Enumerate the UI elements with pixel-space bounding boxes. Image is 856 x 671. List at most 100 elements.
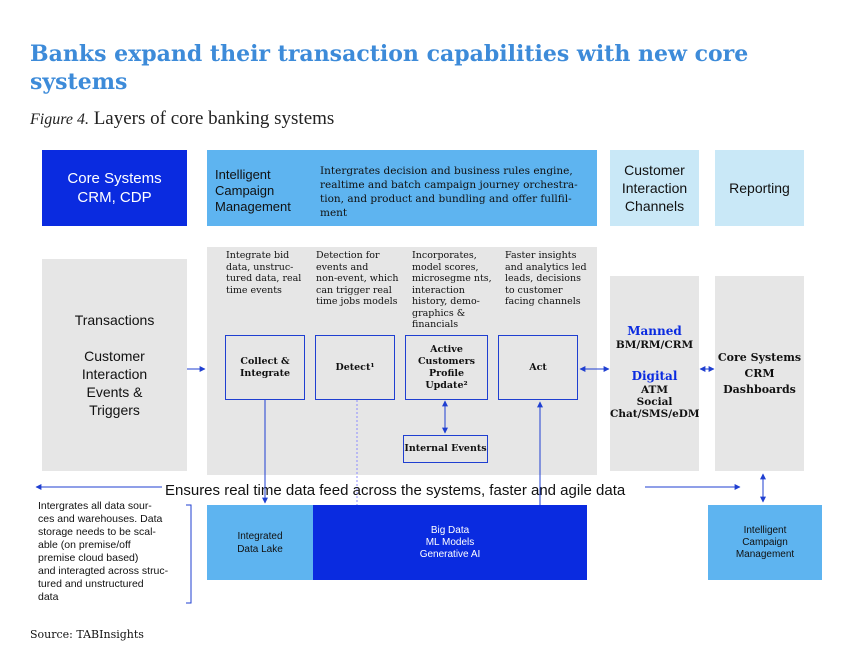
data-feed-label: Ensures real time data feed across the s…	[162, 482, 629, 499]
data-lake-box: Integrated Data Lake	[207, 505, 313, 580]
note-detect-line-4: can trigger real	[316, 284, 392, 296]
digital-item-3: Chat/SMS/eDM	[610, 408, 700, 420]
big-data-line-1: Big Data	[430, 524, 470, 536]
customer-channels-box: Customer Interaction Channels	[610, 150, 699, 226]
reporting-label: Reporting	[729, 180, 790, 196]
note-detect: Detection for events and non-event, whic…	[316, 250, 398, 308]
note-act-line-5: facing channels	[505, 296, 581, 307]
icm-bottom-line-2: Campaign	[742, 536, 788, 548]
transactions-line-3: Interaction	[81, 366, 148, 382]
reporting-detail-line-3: Dashboards	[723, 382, 796, 396]
note-line-8: data	[38, 591, 59, 603]
icm-desc-line-2: realtime and batch campaign journey orch…	[320, 179, 578, 191]
channels-detail-text: Manned BM/RM/CRM Digital ATM Social Chat…	[610, 324, 700, 420]
detect-box: Detect¹	[315, 335, 395, 400]
note-integrate-line-3: tured data, real	[226, 273, 302, 284]
note-integrate-line-4: time events	[226, 284, 282, 296]
profile-line-1: Active	[430, 343, 463, 355]
figure-label: Figure 4.	[30, 111, 89, 128]
customer-channels-line-3: Channels	[624, 198, 685, 214]
act-label: Act	[529, 361, 547, 373]
collect-line-1: Collect &	[240, 355, 290, 367]
icm-top-box: Intelligent Campaign Management Intergra…	[207, 150, 597, 226]
transactions-box: Transactions Customer Interaction Events…	[42, 259, 187, 471]
note-profile-line-4: interaction	[412, 284, 465, 296]
figure-caption-text: Layers of core banking systems	[93, 108, 335, 129]
note-detect-line-3: non-event, which	[316, 273, 399, 284]
note-detect-line-2: events and	[316, 261, 369, 273]
reporting-detail-line-1: Core Systems	[717, 350, 802, 364]
note-act-line-1: Faster insights	[505, 250, 577, 261]
note-profile-line-3: microsegme nts,	[412, 273, 492, 284]
note-profile-line-5: history, demo-	[412, 296, 480, 307]
reporting-detail-line-2: CRM	[744, 366, 775, 380]
collect-integrate-box: Collect & Integrate	[225, 335, 305, 400]
note-act-line-4: to customer	[505, 284, 563, 296]
icm-bottom-line-1: Intelligent	[743, 524, 787, 536]
digital-item-1: ATM	[640, 384, 668, 396]
manned-label: Manned	[627, 324, 682, 338]
internal-events-label: Internal Events	[404, 443, 487, 454]
big-data-box: Big Data ML Models Generative AI	[313, 505, 587, 580]
icm-title-line-1: Intelligent	[215, 167, 271, 182]
profile-line-2: Customers	[418, 355, 475, 367]
note-line-6: and interagted across struc-	[38, 565, 169, 577]
profile-line-4: Update²	[425, 379, 468, 391]
core-systems-box: Core Systems CRM, CDP	[42, 150, 187, 226]
reporting-detail-box: Core Systems CRM Dashboards	[715, 276, 804, 471]
digital-label: Digital	[631, 369, 678, 383]
note-act: Faster insights and analytics led leads,…	[505, 250, 587, 308]
note-bracket	[186, 504, 192, 604]
reporting-box: Reporting	[715, 150, 804, 226]
data-lake-line-2: Data Lake	[237, 543, 283, 555]
note-line-2: ces and warehouses. Data	[38, 513, 163, 525]
note-profile-line-6: graphics &	[412, 307, 466, 319]
big-data-line-2: ML Models	[425, 536, 475, 548]
note-line-1: Intergrates all data sour-	[38, 500, 152, 512]
icm-title-line-3: Management	[215, 199, 291, 214]
note-profile-line-1: Incorporates,	[412, 250, 477, 261]
note-integrate-line-2: data, unstruc-	[226, 261, 294, 273]
icm-desc-line-4: ment	[320, 207, 348, 219]
core-systems-line-2: CRM, CDP	[77, 189, 152, 206]
note-detect-line-5: time jobs models	[316, 296, 398, 307]
transactions-line-4: Events &	[86, 384, 143, 400]
channels-detail-box	[610, 276, 699, 471]
note-line-7: tured and unstructured	[38, 578, 144, 590]
icm-bottom-line-3: Management	[735, 548, 795, 560]
source-note: Source: TABInsights	[30, 628, 144, 641]
page-title: Banks expand their transaction capabilit…	[30, 41, 749, 95]
act-box: Act	[498, 335, 578, 400]
icm-desc-line-1: Intergrates decision and business rules …	[320, 165, 573, 177]
note-profile: Incorporates, model scores, microsegme n…	[412, 250, 492, 331]
customer-channels-line-1: Customer	[624, 162, 685, 178]
digital-item-2: Social	[636, 396, 673, 408]
icm-desc-line-3: tion, and product and bundling and offer…	[320, 193, 572, 205]
note-act-line-2: and analytics led	[505, 261, 587, 273]
data-storage-note: Intergrates all data sour- ces and wareh…	[38, 500, 188, 604]
detect-label: Detect¹	[335, 361, 375, 373]
note-profile-line-7: financials	[412, 319, 459, 330]
profile-line-3: Profile	[428, 367, 465, 379]
note-integrate-line-1: Integrate bid	[226, 250, 290, 261]
core-systems-line-1: Core Systems	[67, 170, 162, 187]
note-line-3: storage needs to be scal-	[38, 526, 156, 538]
note-detect-line-1: Detection for	[316, 250, 380, 261]
icm-title-line-2: Campaign	[215, 183, 275, 198]
big-data-line-3: Generative AI	[419, 548, 481, 560]
figure-caption: Figure 4. Layers of core banking systems	[30, 108, 334, 130]
customer-channels-line-2: Interaction	[621, 180, 688, 196]
data-lake-line-1: Integrated	[237, 530, 283, 542]
icm-title: Intelligent Campaign Management	[215, 167, 291, 215]
note-integrate: Integrate bid data, unstruc- tured data,…	[226, 250, 301, 296]
transactions-line-2: Customer	[84, 348, 145, 364]
transactions-label: Transactions	[74, 312, 155, 328]
manned-items: BM/RM/CRM	[615, 339, 694, 351]
note-act-line-3: leads, decisions	[505, 273, 582, 284]
note-profile-line-2: model scores,	[412, 261, 479, 273]
icm-description: Intergrates decision and business rules …	[320, 164, 578, 220]
profile-update-box: Active Customers Profile Update²	[405, 335, 488, 400]
internal-events-box: Internal Events	[403, 435, 488, 463]
icm-bottom-box: Intelligent Campaign Management	[708, 505, 822, 580]
